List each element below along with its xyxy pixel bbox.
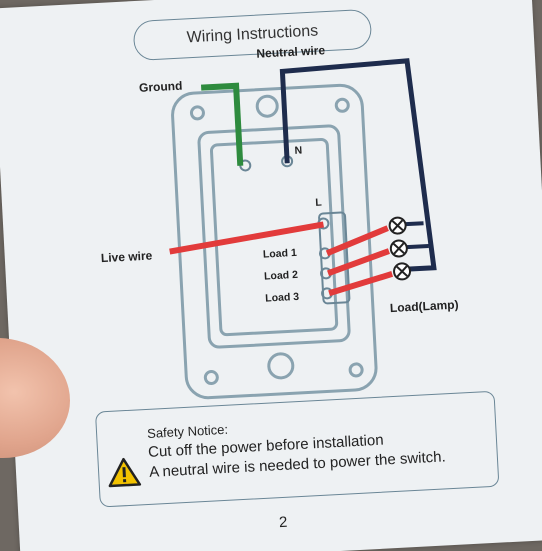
load2-label: Load 2 [263,268,299,283]
warning-icon [108,457,142,488]
terminal-l-label: L [315,196,323,209]
load1-wire [325,225,389,257]
lamp-icon [388,216,407,235]
ground-label: Ground [138,78,183,95]
load1-label: Load 1 [262,246,298,261]
terminal-n-label: N [294,144,303,157]
notice-title: Safety Notice: [146,421,229,441]
load2-wire [327,248,390,277]
page-number: 2 [278,513,288,532]
load3-wire [328,271,394,297]
live-wire-label: Live wire [100,248,153,266]
lamp-icon [389,239,408,258]
neutral-wire [279,58,437,273]
lamp-icon [393,262,412,281]
load3-label: Load 3 [264,290,300,305]
live-wire [169,221,324,255]
ground-wire [200,82,244,166]
safety-notice: Safety Notice: Cut off the power before … [94,390,500,508]
